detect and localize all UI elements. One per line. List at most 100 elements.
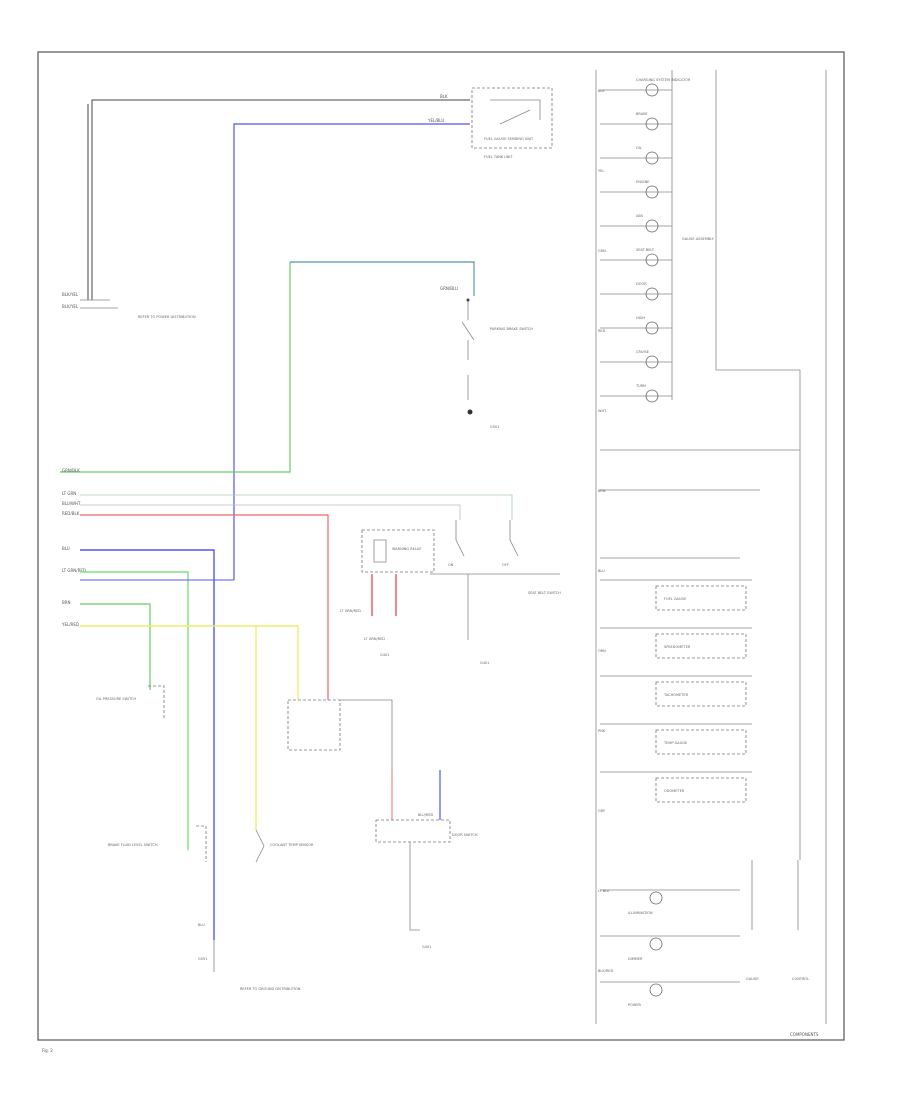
left-wire-5: BLU [62,546,70,551]
cluster-module-label: TEMP GAUGE [663,741,687,745]
left-wire-4: RED/BLK [62,511,80,516]
left-wire-7: BRN [62,600,71,605]
cluster-right-label: GAUGE ASSEMBLY [682,237,715,241]
door-switch-label: DOOR SWITCH [452,833,478,837]
fuel-tank-unit-box [471,87,553,149]
cluster-bulb-icon [649,983,663,997]
left-device-2-box [196,825,207,862]
relay-wire-a-label: LT GRN/RED [340,609,361,613]
right-wire-label: BLK [598,89,605,93]
cluster-lamp-label: DOOR [636,282,647,286]
wire-blu-wht [80,504,461,520]
cluster-lamp-label: CRUISE [636,350,649,354]
wire-red-blk [80,514,329,700]
right-label-leads [751,860,799,930]
seatbelt-ground: G401 [480,661,489,665]
cluster-lamp-label: CHARGING SYSTEM INDICATOR [636,78,691,82]
brake-switch-contact [466,298,470,302]
cluster-bottom-label: ILLUMINATION [628,911,653,915]
indicator-lamp-icon [645,287,659,301]
fuel-sender-symbol [490,99,541,125]
cluster-frame [595,70,827,1024]
footer-left-label: Fig. 2 [42,1048,53,1053]
cluster-lamp-label: OIL [636,146,642,150]
bottom-left-wire: BLU [198,923,205,927]
brake-wire-label: GRN/BLU [440,286,458,291]
cluster-lamp-label: HIGH [636,316,645,320]
left-device-1-box [148,685,165,720]
brake-ground-dot [467,409,473,415]
door-switch-leads [409,842,420,931]
indicator-lamp-icon [645,355,659,369]
relay-ground-label: G401 [380,653,389,657]
cluster-bulb-icon [649,891,663,905]
wire-blu-fuel [233,123,470,580]
left-wire-8: YEL/RED [61,622,79,627]
center-module-box [287,699,341,751]
left-top-connector-1: BLK/YEL [62,292,79,297]
right-wire-label: RED [598,329,606,333]
left-wire-2: LT GRN [62,491,76,496]
cluster-module-label: FUEL GAUGE [664,597,686,601]
right-wire-label: PNK [598,729,606,733]
indicator-lamp-icon [645,321,659,335]
cluster-module-box [655,681,747,707]
cluster-module-box [655,729,747,755]
indicator-lamp-icon [645,219,659,233]
cluster-module-box [655,633,747,659]
cluster-lamp-rows: CHARGING SYSTEM INDICATORBRAKEOILENGINEA… [600,78,691,403]
fuel-sender-label: FUEL GAUGE SENDING UNIT [484,137,534,141]
cluster-lamp-label: ENGINE [636,180,649,184]
wire-brn [80,603,151,690]
center-module-wires [340,699,393,770]
right-wire-label: ORN [598,649,606,653]
left-wire-3: BLU/WHT [62,501,81,506]
left-wire-6: LT GRN/RED [62,568,86,573]
wire-lt-grn-red [80,571,189,850]
left-device-1: OIL PRESSURE SWITCH [96,697,136,701]
left-device-3: COOLANT TEMP SENSOR [270,843,314,847]
wire-blu-long [80,549,215,940]
indicator-lamp-icon [645,389,659,403]
right-wire-label: YEL [598,169,604,173]
fuel-wire-bottom-label: YEL/BLU [427,118,444,123]
brake-ground-label: G501 [490,425,499,429]
relay-contact-off: OFF [502,563,509,567]
left-device-2: BRAKE FLUID LEVEL SWITCH [108,843,158,847]
wire-yel-red [80,625,299,700]
left-device-3-switch [255,829,265,863]
right-wire-label: LT BLU [598,889,610,893]
cluster-module-box [655,777,747,803]
cluster-bulb-icon [649,937,663,951]
wire-lt-grn-top [80,494,513,520]
left-top-connector-wires [80,299,118,309]
indicator-lamp-icon [645,151,659,165]
bottom-left-ground: G551 [198,957,207,961]
cluster-lamp-label: SEAT BELT [636,248,655,252]
indicator-lamp-icon [645,185,659,199]
right-wire-label: GRN [598,249,606,253]
indicator-lamp-icon [645,253,659,267]
left-top-ref: REFER TO POWER DISTRIBUTION [138,315,196,319]
cluster-mid-bus [600,369,801,860]
wire-blk-top [91,99,470,300]
fuel-wire-top-label: BLK [440,94,448,99]
left-wire-1: GRN/BLK [62,468,80,473]
cluster-module-label: ODOMETER [664,789,685,793]
relay-wire-b-label: LT GRN/RED [364,637,385,641]
cluster-bottom-label: POWER [628,1003,642,1007]
cluster-lamp-label: ABS [636,214,644,218]
diagram-frame [37,51,845,1041]
cluster-bottom-rows: ILLUMINATION DIMMER POWER [600,889,740,1007]
cluster-bottom-label: DIMMER [628,957,643,961]
left-wire-labels: GRN/BLK LT GRN BLU/WHT RED/BLK BLU LT GR… [61,468,86,627]
brake-switch-label: PARKING BRAKE SWITCH [490,327,533,331]
door-ground-label: G401 [422,945,431,949]
brake-switch-symbol [461,300,475,400]
bottom-left-ref: REFER TO GROUND DISTRIBUTION [240,987,301,991]
right-label-2: CONTROL [792,977,809,981]
indicator-lamp-icon [645,83,659,97]
cluster-module-label: SPEEDOMETER [664,645,691,649]
